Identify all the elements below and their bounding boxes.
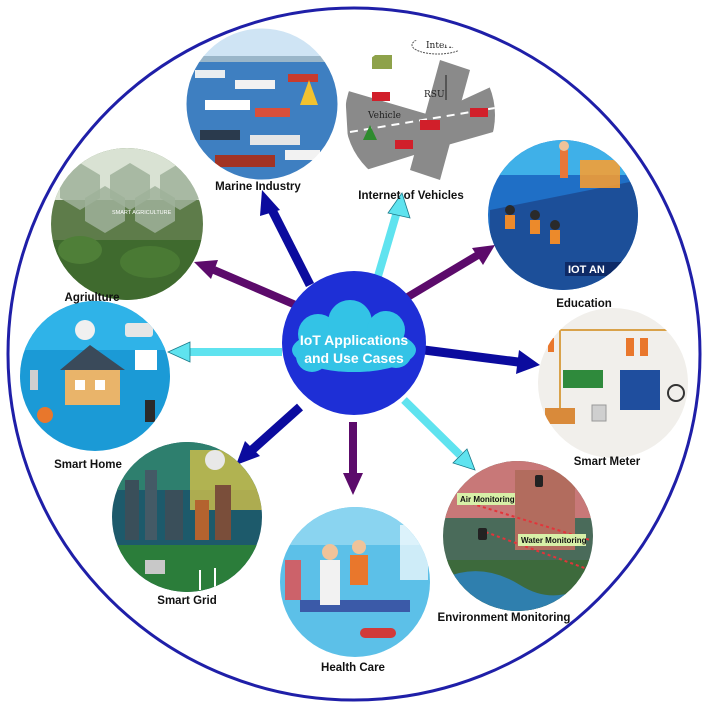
arrow-education xyxy=(403,251,481,302)
arrowhead-vehicles xyxy=(387,192,411,219)
marine-image xyxy=(186,28,338,180)
center-title: IoT Applications and Use Cases xyxy=(300,331,408,367)
agri-text: SMART AGRICULTURE xyxy=(112,210,172,216)
arrowhead-marine xyxy=(260,190,280,216)
arrow-environment xyxy=(401,397,463,458)
label-grid: Smart Grid xyxy=(157,595,217,607)
center-line-2: and Use Cases xyxy=(304,350,404,366)
center-line-1: IoT Applications xyxy=(299,332,409,348)
arrow-grid xyxy=(248,403,304,454)
label-marine: Marine Industry xyxy=(215,181,301,193)
label-environment: Environment Monitoring xyxy=(437,612,571,624)
arrow-vehicles xyxy=(372,213,400,285)
arrowhead-agriculture xyxy=(194,260,218,279)
arrowhead-health xyxy=(343,473,363,495)
env-water-text: Water Monitoring xyxy=(521,536,587,545)
arrowhead-environment xyxy=(452,448,476,471)
education-badge-text: IOT AN xyxy=(568,264,605,276)
label-home: Smart Home xyxy=(54,459,122,471)
vehicles-vehicle-text: Vehicle xyxy=(367,111,401,121)
arrow-agriculture xyxy=(212,266,300,310)
label-vehicles: Internet of Vehicles xyxy=(358,190,464,202)
arrowhead-home xyxy=(167,341,191,363)
label-health: Health Care xyxy=(321,662,385,674)
meter-image xyxy=(538,308,688,458)
arrows xyxy=(167,190,540,495)
env-air-text: Air Monitoring xyxy=(460,495,515,504)
vehicles-internet-text: Internet xyxy=(426,41,464,51)
center-cloud xyxy=(292,300,416,372)
arrow-meter xyxy=(423,345,519,367)
label-education: Education xyxy=(556,298,612,310)
arrowhead-grid xyxy=(236,441,260,465)
vehicles-image: Internet RSU Vehicle xyxy=(345,40,495,190)
home-image xyxy=(20,301,170,451)
label-agriculture: Agriulture xyxy=(64,292,120,304)
arrowhead-meter xyxy=(516,350,540,374)
arrowhead-education xyxy=(472,245,495,265)
arrow-marine xyxy=(267,207,315,288)
label-meter: Smart Meter xyxy=(573,456,641,468)
vehicles-rsu-text: RSU xyxy=(424,90,445,100)
